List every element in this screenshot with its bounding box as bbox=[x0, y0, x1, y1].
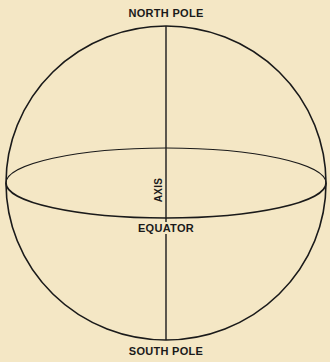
equator-label: EQUATOR bbox=[136, 222, 196, 234]
pole-label: NORTH POLE bbox=[126, 7, 205, 19]
pole-label: SOUTH POLE bbox=[127, 345, 206, 357]
sphere-outline bbox=[6, 26, 326, 340]
axis-label: AXIS bbox=[153, 176, 165, 205]
axis-line bbox=[165, 26, 166, 340]
